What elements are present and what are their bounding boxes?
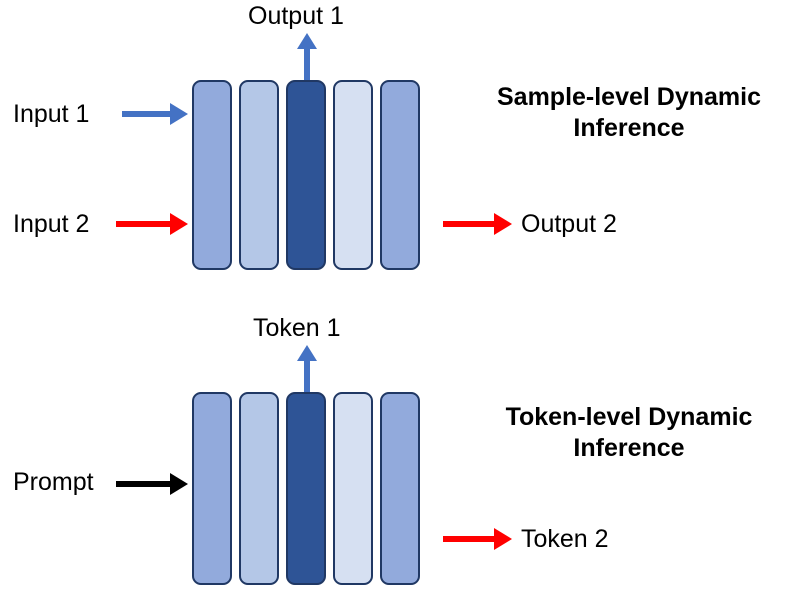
layer-block-2[interactable]	[239, 80, 279, 270]
arrow-head	[494, 528, 512, 550]
layer-block-4[interactable]	[333, 80, 373, 270]
output-1-label: Output 1	[248, 2, 344, 30]
token-1-arrow-up	[297, 345, 317, 392]
layer-block-2[interactable]	[239, 392, 279, 585]
output-1-arrow-up	[297, 33, 317, 80]
arrow-head	[297, 345, 317, 361]
sample-level-title: Sample-level Dynamic Inference	[496, 83, 761, 143]
arrow-shaft	[304, 361, 310, 392]
token-level-layer-stack	[192, 392, 420, 585]
layer-block-5[interactable]	[380, 392, 420, 585]
arrow-shaft	[443, 536, 494, 542]
arrow-head	[170, 213, 188, 235]
input-2-label: Input 2	[13, 210, 90, 238]
token-2-label: Token 2	[521, 525, 609, 553]
layer-block-1[interactable]	[192, 392, 232, 585]
token-2-arrow-right	[443, 528, 512, 550]
arrow-shaft	[304, 49, 310, 80]
layer-block-1[interactable]	[192, 80, 232, 270]
arrow-shaft	[116, 221, 170, 227]
prompt-label: Prompt	[13, 468, 94, 496]
layer-block-3-exit[interactable]	[286, 392, 326, 585]
output-2-label: Output 2	[521, 210, 617, 238]
output-2-arrow-right	[443, 213, 512, 235]
arrow-head	[170, 103, 188, 125]
layer-block-5[interactable]	[380, 80, 420, 270]
layer-block-3-exit[interactable]	[286, 80, 326, 270]
input-2-arrow-right	[116, 213, 188, 235]
sample-level-layer-stack	[192, 80, 420, 270]
arrow-head	[297, 33, 317, 49]
input-1-arrow-right	[122, 103, 188, 125]
arrow-shaft	[443, 221, 494, 227]
token-1-label: Token 1	[253, 314, 341, 342]
prompt-arrow-right	[116, 473, 188, 495]
arrow-shaft	[122, 111, 170, 117]
arrow-head	[170, 473, 188, 495]
input-1-label: Input 1	[13, 100, 90, 128]
layer-block-4[interactable]	[333, 392, 373, 585]
token-level-title: Token-level Dynamic Inference	[505, 403, 753, 463]
arrow-head	[494, 213, 512, 235]
arrow-shaft	[116, 481, 170, 487]
